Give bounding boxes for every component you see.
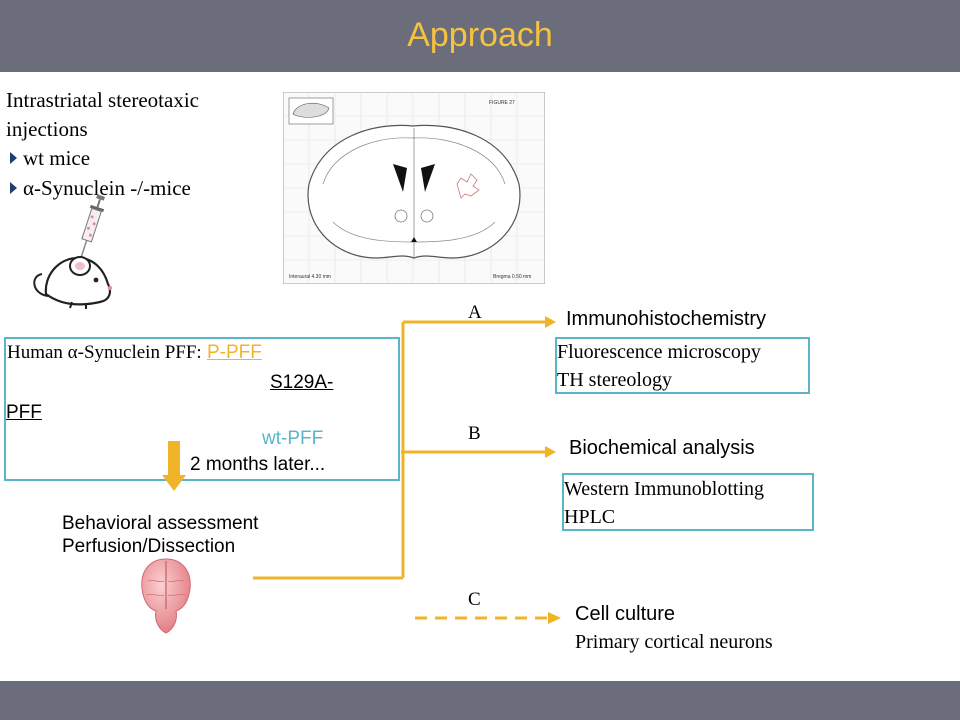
down-arrow-icon: [162, 441, 186, 491]
pff-label: Human α-Synuclein PFF:: [7, 342, 202, 363]
bullet-triangle-icon: [10, 182, 17, 194]
s129a-pff-label-part2: PFF: [6, 402, 42, 423]
branch-a-title: Immunohistochemistry: [566, 308, 767, 330]
branch-b-item-1: Western Immunoblotting: [564, 478, 765, 500]
brain-atlas-image: Interaural 4.30 mm Bregma 0.50 mm FIGURE…: [283, 92, 545, 284]
s129a-pff-label-part1: S129A-: [270, 372, 334, 393]
behavioral-assessment-text: Behavioral assessment: [62, 513, 259, 534]
wt-pff-label: wt-PFF: [262, 428, 324, 449]
arrowhead-c: [548, 612, 561, 624]
arrowhead-b: [545, 446, 556, 458]
perfusion-dissection-text: Perfusion/Dissection: [62, 536, 236, 557]
branch-a-box: [555, 337, 810, 394]
branch-c-item-1: Primary cortical neurons: [575, 631, 773, 653]
svg-text:Bregma 0.50 mm: Bregma 0.50 mm: [493, 274, 531, 280]
footer-bar: [0, 681, 960, 720]
bullet-triangle-icon: [10, 152, 17, 164]
pff-box: [4, 337, 400, 481]
page-title: Approach: [407, 16, 553, 54]
header-bar: [0, 0, 960, 72]
syringe-icon: [80, 194, 106, 257]
branch-b-title: Biochemical analysis: [569, 437, 755, 459]
svg-text:FIGURE 27: FIGURE 27: [489, 100, 515, 106]
injection-line-1: Intrastriatal stereotaxic: [6, 88, 199, 112]
pff-label-line: Human α-Synuclein PFF: P-PFF: [7, 342, 262, 364]
arrowhead-a: [545, 316, 556, 328]
branch-b-item-2: HPLC: [564, 506, 616, 528]
bullet-syn-ko-mice: α-Synuclein -/-mice: [10, 176, 191, 201]
branch-c-title: Cell culture: [575, 603, 676, 625]
p-pff-label: P-PFF: [206, 342, 262, 363]
injection-line-2: injections: [6, 117, 88, 141]
svg-text:Interaural 4.30 mm: Interaural 4.30 mm: [289, 274, 331, 280]
branch-a-item-1: Fluorescence microscopy: [557, 341, 761, 363]
branch-a-letter: A: [468, 302, 482, 323]
bullet-wt-mice: wt mice: [10, 146, 90, 171]
branch-a-item-2: TH stereology: [557, 369, 672, 391]
mouse-icon: [33, 256, 113, 309]
branch-b-letter: B: [468, 423, 481, 444]
brain-icon: [141, 558, 191, 634]
branch-b-box: [562, 473, 814, 531]
branch-c-letter: C: [468, 589, 481, 610]
two-months-later-text: 2 months later...: [190, 454, 326, 475]
